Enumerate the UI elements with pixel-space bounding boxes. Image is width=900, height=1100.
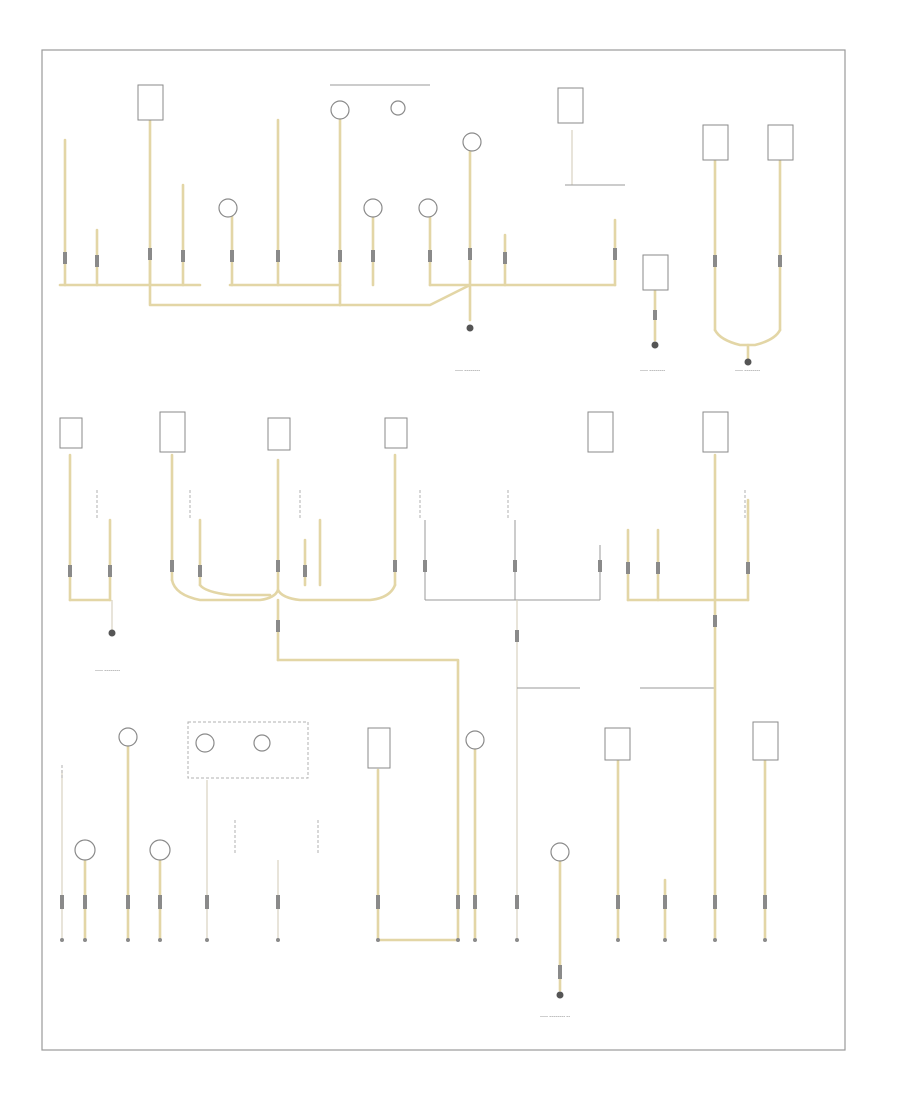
bottom-ground-section: •••• •••••••• •• bbox=[60, 721, 779, 1019]
svg-text:•••• ••••••••: •••• •••••••• bbox=[455, 369, 480, 373]
svg-text:•••• •••••••• ••: •••• •••••••• •• bbox=[540, 1015, 570, 1019]
svg-text:•••• ••••••••: •••• •••••••• bbox=[95, 669, 120, 673]
diagram-frame bbox=[41, 49, 846, 1051]
middle-ground-section: •••• •••••••• bbox=[59, 411, 750, 942]
top-ground-section: •••• •••••••• •••• •••••••• •••• •••••••… bbox=[58, 84, 794, 373]
svg-text:•••• ••••••••: •••• •••••••• bbox=[640, 369, 665, 373]
svg-text:•••• ••••••••: •••• •••••••• bbox=[735, 369, 760, 373]
